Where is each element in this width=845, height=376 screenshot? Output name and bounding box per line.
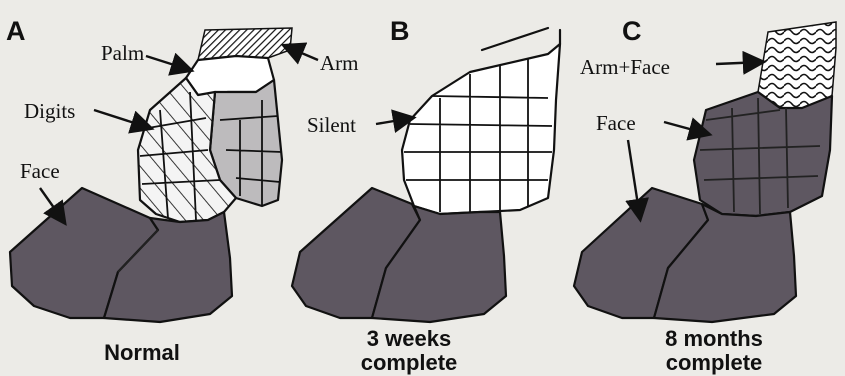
panel-a: A Palm Arm Digits Face Normal xyxy=(6,16,359,365)
arm-face-arrow xyxy=(716,62,762,64)
arm-face-region xyxy=(758,22,836,108)
caption-c-line2: complete xyxy=(666,350,763,375)
arm-outline-b xyxy=(482,28,560,50)
label-face-c: Face xyxy=(596,111,636,135)
caption-c-line1: 8 months xyxy=(665,326,763,351)
panel-letter-a: A xyxy=(6,16,26,46)
label-arm-face: Arm+Face xyxy=(580,55,670,79)
silent-arrow xyxy=(376,118,412,124)
label-digits: Digits xyxy=(24,99,75,123)
caption-a-line1: Normal xyxy=(104,340,180,365)
label-palm: Palm xyxy=(101,41,144,65)
arm-arrow xyxy=(285,46,318,60)
digits-arrow xyxy=(94,110,150,128)
palm-arrow xyxy=(146,56,190,70)
silent-region xyxy=(402,44,560,214)
label-silent: Silent xyxy=(307,113,356,137)
face-hand-region xyxy=(694,92,832,216)
caption-b-line2: complete xyxy=(361,350,458,375)
caption-b-line1: 3 weeks xyxy=(367,326,451,351)
label-face-a: Face xyxy=(20,159,60,183)
arm-region xyxy=(198,28,292,60)
panel-letter-c: C xyxy=(622,16,642,46)
panel-c: C Arm+Face Face 8 months complete xyxy=(574,16,836,375)
panel-letter-b: B xyxy=(390,16,410,46)
label-arm: Arm xyxy=(320,51,359,75)
